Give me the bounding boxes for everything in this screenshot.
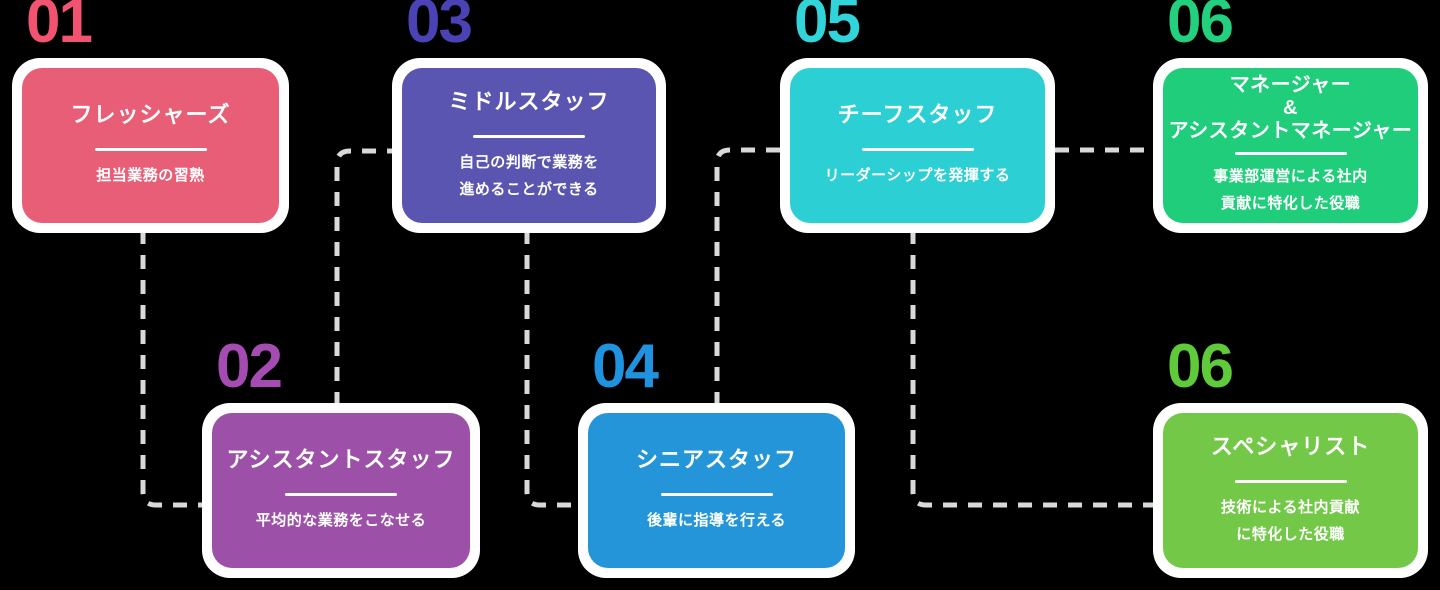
title-separator: [285, 493, 397, 496]
card-freshers-body: フレッシャーズ 担当業務の習熟: [22, 68, 279, 223]
card-assistant-staff-body: アシスタントスタッフ 平均的な業務をこなせる: [212, 413, 470, 568]
title-separator: [94, 148, 207, 151]
step-number-03: 03: [406, 0, 473, 56]
step-number-06-manager: 06: [1167, 0, 1234, 56]
connector-02-to-03: [334, 148, 392, 406]
card-group-senior-staff: 04 シニアスタッフ 後輩に指導を行える: [578, 336, 855, 578]
card-description: 技術による社内貢献 に特化した役職: [1220, 498, 1361, 543]
card-middle-staff: ミドルスタッフ 自己の判断で業務を 進めることができる: [392, 58, 666, 233]
card-description: 平均的な業務をこなせる: [255, 512, 427, 529]
card-group-chief-staff: 05 チーフスタッフ リーダーシップを発揮する: [780, 0, 1055, 233]
card-title: チーフスタッフ: [837, 102, 998, 127]
card-description: 担当業務の習熟: [96, 167, 205, 184]
card-group-manager: 06 マネージャー & アシスタントマネージャー 事業部運営による社内 貢献に特…: [1153, 0, 1428, 233]
card-manager: マネージャー & アシスタントマネージャー 事業部運営による社内 貢献に特化した…: [1153, 58, 1428, 233]
card-senior-staff: シニアスタッフ 後輩に指導を行える: [578, 403, 855, 578]
card-description: 事業部運営による社内 貢献に特化した役職: [1213, 168, 1368, 212]
card-title: シニアスタッフ: [635, 447, 797, 472]
title-separator: [660, 493, 773, 496]
card-title: マネージャー & アシスタントマネージャー: [1168, 74, 1413, 142]
step-number-04: 04: [592, 332, 659, 401]
card-specialist: スペシャリスト 技術による社内貢献 に特化した役職: [1153, 403, 1428, 578]
card-chief-staff-body: チーフスタッフ リーダーシップを発揮する: [790, 68, 1045, 223]
card-group-assistant-staff: 02 アシスタントスタッフ 平均的な業務をこなせる: [202, 336, 480, 578]
card-group-specialist: 06 スペシャリスト 技術による社内貢献 に特化した役職: [1153, 336, 1428, 578]
card-group-freshers: 01 フレッシャーズ 担当業務の習熟: [12, 0, 289, 233]
card-description: 後輩に指導を行える: [646, 512, 787, 529]
connector-03-to-04: [524, 230, 578, 508]
card-chief-staff: チーフスタッフ リーダーシップを発揮する: [780, 58, 1055, 233]
title-separator: [1234, 479, 1347, 483]
title-separator: [473, 134, 585, 138]
connector-05-to-06-specialist: [910, 230, 1153, 508]
card-title: アシスタントスタッフ: [226, 447, 456, 472]
title-separator: [1234, 152, 1347, 155]
card-assistant-staff: アシスタントスタッフ 平均的な業務をこなせる: [202, 403, 480, 578]
title-separator: [861, 148, 974, 151]
connector-04-to-05: [714, 147, 780, 406]
card-group-middle-staff: 03 ミドルスタッフ 自己の判断で業務を 進めることができる: [392, 0, 666, 233]
card-description: 自己の判断で業務を 進めることができる: [459, 153, 599, 198]
card-manager-body: マネージャー & アシスタントマネージャー 事業部運営による社内 貢献に特化した…: [1163, 68, 1418, 223]
card-senior-staff-body: シニアスタッフ 後輩に指導を行える: [588, 413, 845, 568]
step-number-02: 02: [216, 332, 283, 401]
card-freshers: フレッシャーズ 担当業務の習熟: [12, 58, 289, 233]
step-number-05: 05: [794, 0, 861, 56]
step-number-06-specialist: 06: [1167, 332, 1234, 401]
card-middle-staff-body: ミドルスタッフ 自己の判断で業務を 進めることができる: [402, 68, 656, 223]
card-description: リーダーシップを発揮する: [824, 167, 1011, 184]
card-title: フレッシャーズ: [70, 102, 231, 127]
card-specialist-body: スペシャリスト 技術による社内貢献 に特化した役職: [1163, 413, 1418, 568]
card-title: ミドルスタッフ: [448, 88, 610, 114]
step-number-01: 01: [26, 0, 93, 56]
connector-01-to-02: [140, 230, 202, 508]
card-title: スペシャリスト: [1210, 433, 1371, 459]
